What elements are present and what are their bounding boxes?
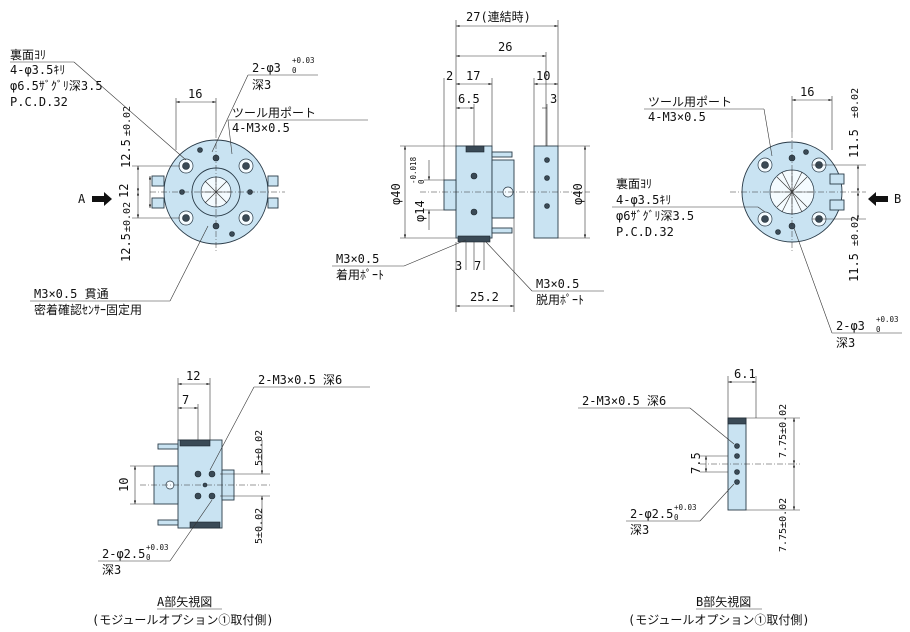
svg-text:4-M3×0.5: 4-M3×0.5 — [232, 121, 290, 135]
svg-text:11.5: 11.5 — [847, 129, 861, 158]
svg-text:±0.02: ±0.02 — [122, 202, 133, 232]
svg-text:0: 0 — [417, 179, 426, 184]
front-tool-port-label: ツール用ポート — [232, 106, 316, 120]
svg-text:M3×0.5: M3×0.5 — [336, 252, 379, 266]
svg-text:2-φ2.5: 2-φ2.5 — [102, 547, 145, 561]
svg-text:0: 0 — [876, 325, 881, 334]
svg-text:深3: 深3 — [836, 336, 855, 350]
front-dim-12: 12 — [117, 184, 131, 198]
label-b: B — [894, 192, 901, 206]
svg-text:4-M3×0.5: 4-M3×0.5 — [648, 110, 706, 124]
svg-text:3: 3 — [550, 92, 557, 106]
svg-text:深3: 深3 — [630, 523, 649, 537]
svg-text:ツール用ポート: ツール用ポート — [648, 95, 732, 109]
svg-text:φ40: φ40 — [571, 183, 585, 205]
svg-text:2-φ3: 2-φ3 — [252, 61, 281, 75]
svg-text:0: 0 — [146, 553, 151, 562]
svg-text:±0.02: ±0.02 — [850, 88, 861, 118]
back-view: 16 11.5 ±0.02 11.5 ±0.02 B ツール用ポート 4-M3×… — [612, 85, 902, 350]
svg-text:0: 0 — [292, 66, 297, 75]
label-a: A — [78, 192, 86, 206]
svg-text:深3: 深3 — [252, 78, 271, 92]
svg-text:2-φ3: 2-φ3 — [836, 319, 865, 333]
svg-text:6.1: 6.1 — [734, 367, 756, 381]
svg-text:3: 3 — [455, 259, 462, 273]
svg-text:7.75±0.02: 7.75±0.02 — [778, 404, 789, 458]
svg-text:7.5: 7.5 — [689, 452, 703, 474]
svg-text:φ6.5ｻﾞｸﾞﾘ深3.5: φ6.5ｻﾞｸﾞﾘ深3.5 — [10, 79, 103, 93]
view-b-caption: B部矢視図 — [696, 594, 751, 609]
svg-text:P.C.D.32: P.C.D.32 — [616, 225, 674, 239]
svg-text:11.5: 11.5 — [847, 253, 861, 282]
front-dim-12-5-top: 12.5 — [119, 139, 133, 168]
view-b: 6.1 2-M3×0.5 深6 7.5 7.75±0.02 7.75±0.02 … — [578, 367, 810, 627]
svg-text:M3×0.5: M3×0.5 — [536, 277, 579, 291]
svg-text:7: 7 — [182, 393, 189, 407]
svg-text:裏面ﾖﾘ: 裏面ﾖﾘ — [10, 47, 46, 62]
svg-text:4-φ3.5ｷﾘ: 4-φ3.5ｷﾘ — [616, 193, 671, 207]
svg-text:裏面ﾖﾘ: 裏面ﾖﾘ — [616, 176, 652, 191]
view-a-body — [177, 439, 223, 529]
svg-text:P.C.D.32: P.C.D.32 — [10, 95, 68, 109]
arrow-right-icon — [92, 192, 112, 206]
svg-text:17: 17 — [466, 69, 480, 83]
svg-text:2: 2 — [446, 69, 453, 83]
arrow-left-icon — [868, 192, 888, 206]
svg-text:5±0.02: 5±0.02 — [254, 430, 265, 466]
svg-text:-0.018: -0.018 — [409, 156, 418, 184]
svg-text:+0.03: +0.03 — [146, 543, 169, 552]
svg-text:5±0.02: 5±0.02 — [254, 508, 265, 544]
front-bolt-holes — [178, 147, 254, 237]
svg-text:2-M3×0.5 深6: 2-M3×0.5 深6 — [258, 373, 342, 387]
svg-text:脱用ﾎﾟｰﾄ: 脱用ﾎﾟｰﾄ — [536, 292, 584, 307]
svg-text:12: 12 — [186, 369, 200, 383]
svg-text:φ6ｻﾞｸﾞﾘ深3.5: φ6ｻﾞｸﾞﾘ深3.5 — [616, 209, 694, 223]
svg-text:7: 7 — [474, 259, 481, 273]
svg-text:φ40: φ40 — [389, 183, 403, 205]
front-dim-16: 16 — [188, 87, 202, 101]
svg-text:2-M3×0.5 深6: 2-M3×0.5 深6 — [582, 394, 666, 408]
svg-text:深3: 深3 — [102, 563, 121, 577]
svg-text:密着確認ｾﾝｻｰ固定用: 密着確認ｾﾝｻｰ固定用 — [34, 302, 142, 317]
svg-text:着用ﾎﾟｰﾄ: 着用ﾎﾟｰﾄ — [336, 267, 384, 282]
side-dim-27: 27(連結時) — [466, 10, 531, 24]
svg-text:4-φ3.5ｷﾘ: 4-φ3.5ｷﾘ — [10, 63, 65, 77]
svg-text:±0.02: ±0.02 — [122, 106, 133, 136]
svg-text:6.5: 6.5 — [458, 92, 480, 106]
svg-text:10: 10 — [117, 478, 131, 492]
svg-text:0: 0 — [674, 513, 679, 522]
svg-text:10: 10 — [536, 69, 550, 83]
svg-text:(モジュールオプション①取付側): (モジュールオプション①取付側) — [92, 613, 274, 627]
side-dim-26: 26 — [498, 40, 512, 54]
side-view: 27(連結時) 26 2 17 6.5 10 3 φ40 φ14 -0.018 … — [332, 10, 604, 312]
svg-text:+0.03: +0.03 — [876, 315, 899, 324]
view-a-caption: A部矢視図 — [157, 594, 212, 609]
svg-text:±0.02: ±0.02 — [850, 216, 861, 246]
view-a: 12 7 2-M3×0.5 深6 10 5±0.02 5±0.02 2-φ2.5… — [92, 369, 370, 627]
svg-text:+0.03: +0.03 — [292, 56, 315, 65]
svg-text:2-φ2.5: 2-φ2.5 — [630, 507, 673, 521]
svg-text:16: 16 — [800, 85, 814, 99]
svg-text:7.75±0.02: 7.75±0.02 — [778, 498, 789, 552]
front-view: 16 12.5 ±0.02 12.5 ±0.02 12 A 裏面ﾖﾘ 4-φ3.… — [10, 47, 368, 317]
svg-text:+0.03: +0.03 — [674, 503, 697, 512]
svg-text:M3×0.5 貫通: M3×0.5 貫通 — [34, 287, 109, 301]
svg-text:25.2: 25.2 — [470, 290, 499, 304]
svg-text:(モジュールオプション①取付側): (モジュールオプション①取付側) — [628, 613, 810, 627]
svg-text:φ14: φ14 — [413, 200, 427, 222]
front-dim-12-5-bot: 12.5 — [119, 233, 133, 262]
